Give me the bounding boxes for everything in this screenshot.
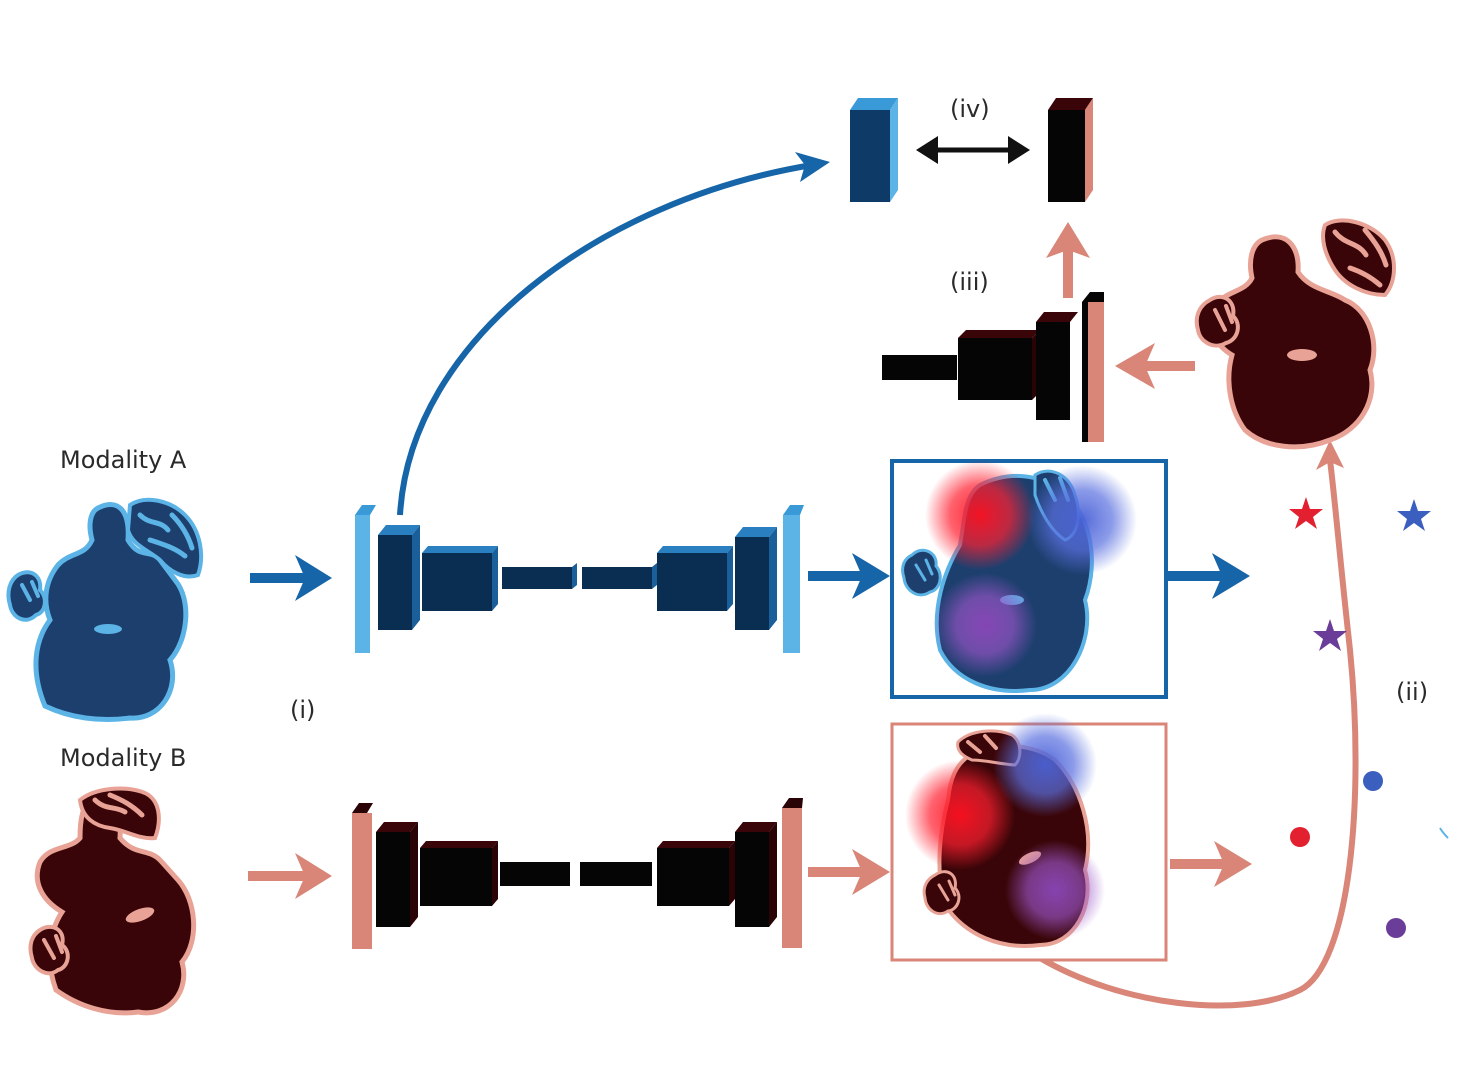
arrow-curve-head-a [795, 152, 830, 182]
star-icon [1289, 497, 1323, 529]
dot-icon [1386, 918, 1406, 938]
tissue-a-icon [6, 497, 204, 722]
autoencoder-b [352, 798, 803, 949]
arrow-panel-b-out [1170, 841, 1252, 887]
arrow-a-net-to-panel [808, 553, 890, 599]
arrow-panel-a-out [1168, 553, 1250, 599]
label-step-ii: (ii) [1396, 678, 1428, 706]
tissue-c-icon [1194, 218, 1396, 450]
star-icon [1397, 499, 1431, 531]
arrow-curve-to-embedding-a [397, 162, 813, 516]
embedding-points [1289, 497, 1449, 938]
label-modality-b: Modality B [60, 744, 186, 772]
arrow-b-to-encoder [248, 853, 332, 899]
prediction-panel-b [890, 713, 1168, 962]
arrow-a-to-encoder [250, 555, 332, 601]
embedding-a [850, 98, 898, 202]
label-step-iii: (iii) [950, 268, 989, 296]
label-step-i: (i) [290, 696, 315, 724]
prediction-panel-a [890, 459, 1168, 699]
embedding-b [1048, 98, 1093, 202]
star-icon [1313, 619, 1347, 651]
arrow-b-net-to-panel [808, 849, 890, 895]
dot-icon [1363, 771, 1383, 791]
encoder-iii [882, 292, 1104, 442]
dot-icon [1290, 827, 1310, 847]
arrow-iv-double [916, 136, 1030, 164]
arrow-iii-up [1046, 222, 1090, 298]
arrow-tissue-to-encoder-iii [1115, 343, 1195, 389]
label-step-iv: (iv) [950, 95, 990, 123]
arrow-curve-head-b [1316, 440, 1344, 470]
arrow-curve-b-to-tissue [1038, 459, 1359, 1009]
autoencoder-a [355, 505, 804, 653]
label-modality-a: Modality A [60, 446, 187, 474]
tissue-b-icon [28, 786, 197, 1016]
